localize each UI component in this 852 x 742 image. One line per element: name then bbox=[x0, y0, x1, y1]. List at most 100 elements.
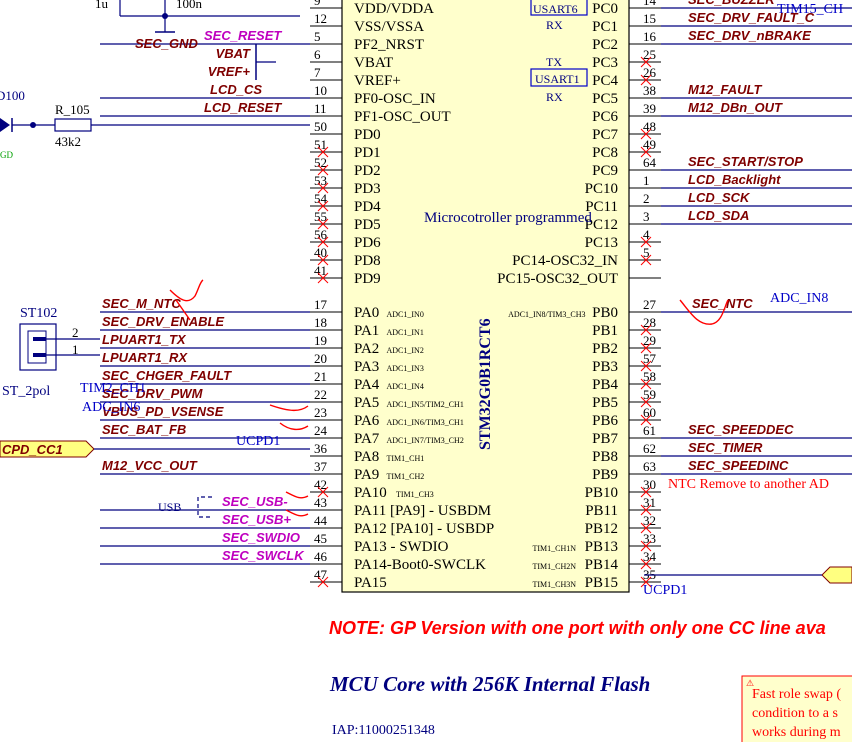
pin-name-pc15-osc32-out: PC15-OSC32_OUT bbox=[497, 271, 618, 287]
pin-name-pb2: PB2 bbox=[592, 341, 618, 357]
connector-ref: ST102 bbox=[20, 306, 57, 321]
ucpd-port[interactable] bbox=[821, 566, 852, 584]
sheet-title: MCU Core with 256K Internal Flash bbox=[329, 672, 650, 696]
net-label-sec-bat-fb: SEC_BAT_FB bbox=[102, 422, 186, 437]
pin-number: 28 bbox=[643, 315, 656, 330]
pin-number: 36 bbox=[314, 441, 328, 456]
pin-name-pa14-boot0-swclk: PA14-Boot0-SWCLK bbox=[354, 557, 486, 573]
pin-name-pc13: PC13 bbox=[585, 235, 618, 251]
net-label-sec-chger-fault: SEC_CHGER_FAULT bbox=[102, 368, 232, 383]
pin-number: 32 bbox=[643, 513, 656, 528]
ntc-note: NTC Remove to another AD bbox=[668, 477, 829, 492]
usart1-label: USART1 bbox=[535, 72, 580, 86]
cc1-port-label: CPD_CC1 bbox=[2, 442, 63, 457]
no-connect-icon bbox=[640, 56, 652, 68]
pin-alt-function: TIM1_CH3 bbox=[396, 490, 434, 499]
net-label-sec-drv-nbrake: SEC_DRV_nBRAKE bbox=[688, 28, 811, 43]
pin-number: 39 bbox=[643, 101, 656, 116]
usart1-tx: TX bbox=[546, 55, 562, 69]
no-connect-icon bbox=[640, 558, 652, 570]
net-label-lpuart1-tx: LPUART1_TX bbox=[102, 332, 187, 347]
resistor[interactable] bbox=[54, 118, 92, 132]
usb-bracket bbox=[197, 496, 212, 518]
pin-name-pb15: PB15 bbox=[585, 575, 618, 591]
pin-name-pa7: PA7 bbox=[354, 431, 380, 447]
no-connect-icon bbox=[317, 236, 329, 248]
pin-number: 57 bbox=[643, 351, 657, 366]
usart6-rx: RX bbox=[546, 18, 563, 32]
pin-name-pc6: PC6 bbox=[592, 109, 618, 125]
net-label-lcd-backlight: LCD_Backlight bbox=[688, 172, 781, 187]
pin-name-pf1-osc-out: PF1-OSC_OUT bbox=[354, 109, 451, 125]
pin-number: 23 bbox=[314, 405, 327, 420]
pin-number: 52 bbox=[314, 155, 327, 170]
pin-name-pd4: PD4 bbox=[354, 199, 381, 215]
pin-number: 16 bbox=[643, 29, 657, 44]
no-connect-icon bbox=[640, 504, 652, 516]
pin-number: 62 bbox=[643, 441, 656, 456]
pin-alt-function: TIM1_CH2 bbox=[387, 472, 425, 481]
mcu-body[interactable] bbox=[341, 0, 630, 593]
tim15-note: TIM15_CH bbox=[777, 2, 843, 17]
pin-name-pc4: PC4 bbox=[592, 73, 618, 89]
pin-number: 22 bbox=[314, 387, 327, 402]
no-connect-icon bbox=[640, 360, 652, 372]
no-connect-icon bbox=[640, 236, 652, 248]
note-box-line3: works during m bbox=[752, 725, 841, 740]
ink-mark bbox=[269, 404, 309, 412]
pin-alt-function: ADC1_IN4 bbox=[387, 382, 424, 391]
pin-name-pc14-osc32-in: PC14-OSC32_IN bbox=[512, 253, 618, 269]
pin-alt-function: ADC1_IN2 bbox=[387, 346, 424, 355]
pin-name-pb1: PB1 bbox=[592, 323, 618, 339]
pin-number: 40 bbox=[314, 245, 327, 260]
pin-name-pc5: PC5 bbox=[592, 91, 618, 107]
note-box-line2: condition to a s bbox=[752, 706, 838, 721]
pin-number: 17 bbox=[314, 297, 328, 312]
pin-number: 59 bbox=[643, 387, 656, 402]
pin-number: 41 bbox=[314, 263, 327, 278]
pin-number: 48 bbox=[643, 119, 656, 134]
pin-number: 44 bbox=[314, 513, 328, 528]
pin-name-pa3: PA3 bbox=[354, 359, 379, 375]
note-box bbox=[741, 675, 852, 742]
pin-alt-function: ADC1_IN8/TIM3_CH3 bbox=[508, 310, 585, 319]
usart1-rx: RX bbox=[546, 90, 563, 104]
pin-name-pd9: PD9 bbox=[354, 271, 381, 287]
no-connect-icon bbox=[640, 414, 652, 426]
net-label-sec-drv-enable: SEC_DRV_ENABLE bbox=[102, 314, 224, 329]
pin-name-pc2: PC2 bbox=[592, 37, 618, 53]
pin-name-pb8: PB8 bbox=[592, 449, 618, 465]
no-connect-icon bbox=[317, 254, 329, 266]
pin-name-pf2-nrst: PF2_NRST bbox=[354, 37, 424, 53]
connector-body[interactable] bbox=[19, 323, 57, 371]
no-connect-icon bbox=[640, 146, 652, 158]
net-label-m12-vcc-out: M12_VCC_OUT bbox=[102, 458, 198, 473]
pin-number: 61 bbox=[643, 423, 656, 438]
no-connect-icon bbox=[640, 522, 652, 534]
note-box-line1: Fast role swap ( bbox=[752, 687, 841, 702]
pin-name-pb7: PB7 bbox=[592, 431, 618, 447]
net-label-sec-start-stop: SEC_START/STOP bbox=[688, 154, 803, 169]
net-label-lcd-reset: LCD_RESET bbox=[204, 100, 282, 115]
pin-name-pc8: PC8 bbox=[592, 145, 618, 161]
pin-name-pa5: PA5 bbox=[354, 395, 379, 411]
pin-number: 49 bbox=[643, 137, 656, 152]
pin-name-pb9: PB9 bbox=[592, 467, 618, 483]
pin-name-pa9: PA9 bbox=[354, 467, 379, 483]
cc1-port[interactable] bbox=[0, 440, 95, 458]
sec-gnd-label: SEC_GND bbox=[135, 36, 198, 51]
no-connect-icon bbox=[640, 540, 652, 552]
iap-number: IAP:11000251348 bbox=[332, 723, 435, 738]
pin-alt-function: ADC1_IN6/TIM3_CH1 bbox=[387, 418, 464, 427]
pin-number: 20 bbox=[314, 351, 327, 366]
no-connect-icon bbox=[640, 324, 652, 336]
pin-name-vbat: VBAT bbox=[354, 55, 393, 71]
no-connect-icon bbox=[317, 272, 329, 284]
pin-name-pa1: PA1 bbox=[354, 323, 379, 339]
ucpd1-right: UCPD1 bbox=[643, 583, 687, 598]
pin-name-vdd-vdda: VDD/VDDA bbox=[354, 1, 434, 17]
pin-name-pd1: PD1 bbox=[354, 145, 381, 161]
ink-mark bbox=[279, 422, 309, 431]
pin-alt-function: ADC1_IN0 bbox=[387, 310, 424, 319]
junction bbox=[162, 13, 168, 19]
